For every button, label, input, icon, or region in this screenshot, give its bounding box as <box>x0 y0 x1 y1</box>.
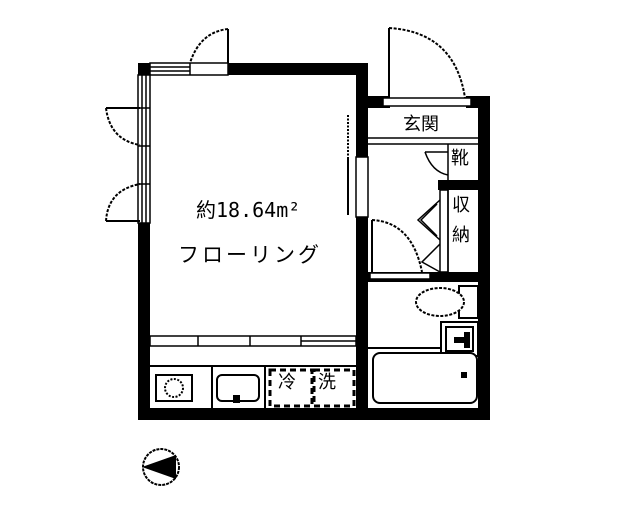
room-partition <box>347 115 369 218</box>
left-door-lower[interactable] <box>105 183 141 222</box>
left-door-upper[interactable] <box>105 107 141 146</box>
top-window <box>149 62 229 76</box>
washer-label: 洗 <box>318 372 336 393</box>
entrance-label: 玄関 <box>403 114 439 135</box>
bathroom-threshold <box>369 272 431 280</box>
genkan-step <box>368 137 478 180</box>
storage-folding-door[interactable] <box>416 199 441 273</box>
storage-label-bottom: 納 <box>452 225 470 246</box>
entrance-door[interactable] <box>382 27 472 107</box>
fridge-space <box>268 368 314 408</box>
bathtub <box>368 347 478 404</box>
toilet <box>415 285 479 319</box>
storage-closet <box>439 189 449 273</box>
fridge-label: 冷 <box>278 372 296 393</box>
room-area-label: 約18.64m² <box>196 198 301 222</box>
bathroom-door[interactable] <box>371 219 423 273</box>
washer-space <box>312 368 356 408</box>
main-room-walls <box>138 63 490 420</box>
north-arrow-icon <box>142 448 180 486</box>
kitchen-sink <box>216 366 266 408</box>
storage-label-top: 収 <box>452 195 470 216</box>
stove <box>155 366 213 408</box>
washbasin <box>440 321 479 357</box>
shoe-box-label: 靴 <box>451 148 469 169</box>
left-window <box>137 74 151 224</box>
kitchen-upper-cabinet <box>149 335 357 347</box>
top-door[interactable] <box>189 28 229 64</box>
room-type-label: フローリング <box>178 243 322 267</box>
shoe-box-door[interactable] <box>424 151 449 176</box>
